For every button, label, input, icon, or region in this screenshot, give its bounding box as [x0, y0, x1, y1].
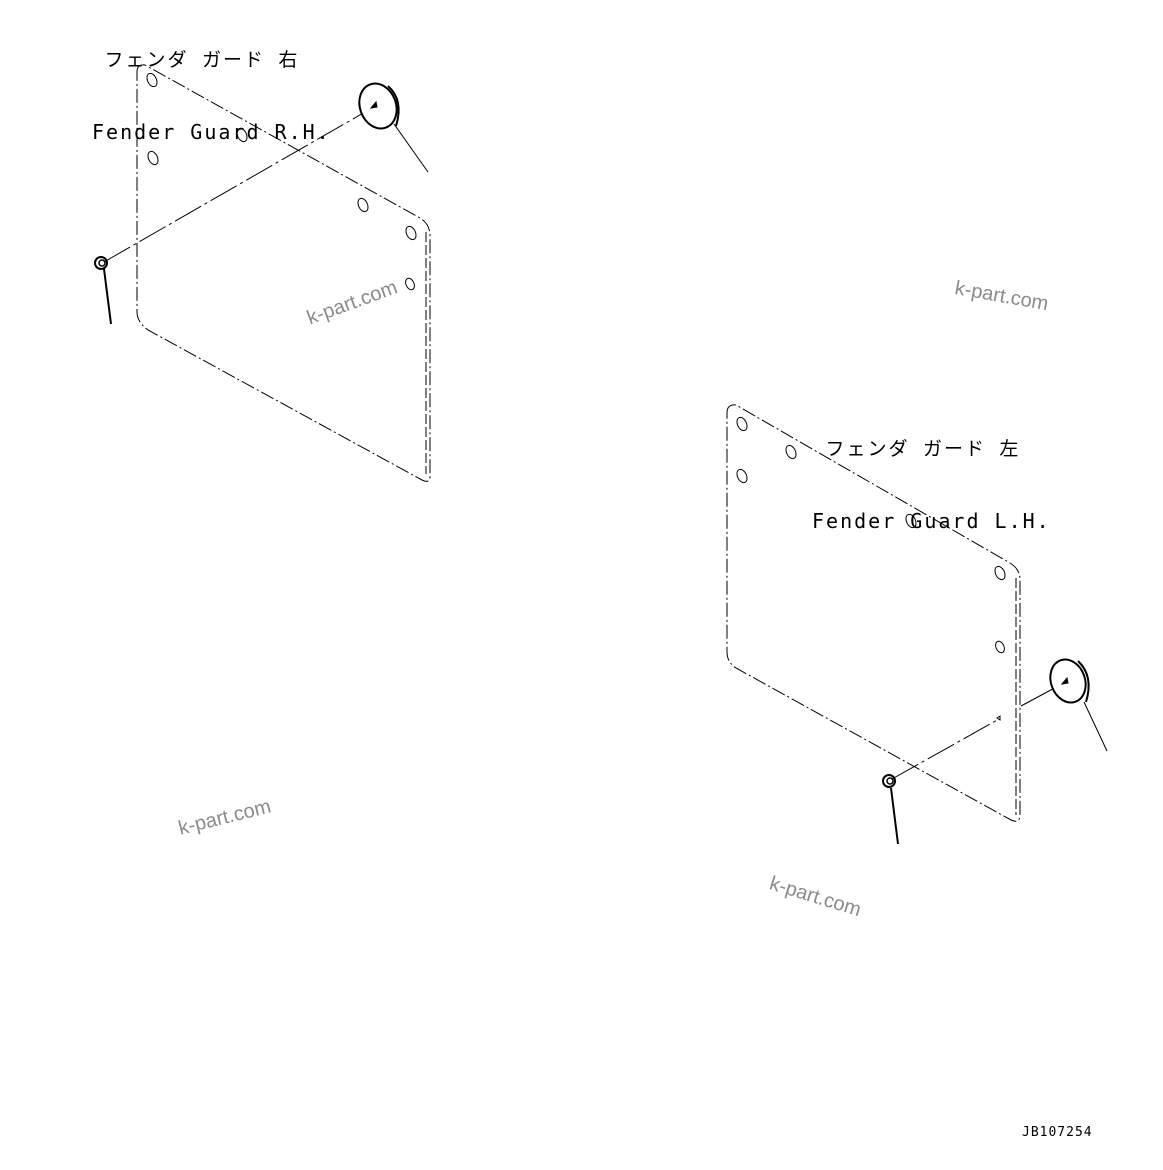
fender-guard-rh-plate: [136, 64, 431, 482]
part-label-rh-en: Fender Guard R.H.: [92, 120, 331, 144]
part-label-lh: フェンダ ガード 左 Fender Guard L.H.: [812, 389, 1051, 581]
part-label-lh-en: Fender Guard L.H.: [812, 509, 1051, 533]
fender-guard-lh-plate: [726, 404, 1021, 822]
drawing-code: JB107254: [1022, 1125, 1093, 1140]
part-label-rh: フェンダ ガード 右 Fender Guard R.H.: [92, 0, 331, 192]
part-label-rh-jp: フェンダ ガード 右: [104, 49, 300, 71]
part-label-lh-jp: フェンダ ガード 左: [825, 438, 1021, 460]
fender-guard-rh-fasteners: [94, 82, 429, 325]
fender-guard-lh-fasteners: [882, 658, 1108, 845]
